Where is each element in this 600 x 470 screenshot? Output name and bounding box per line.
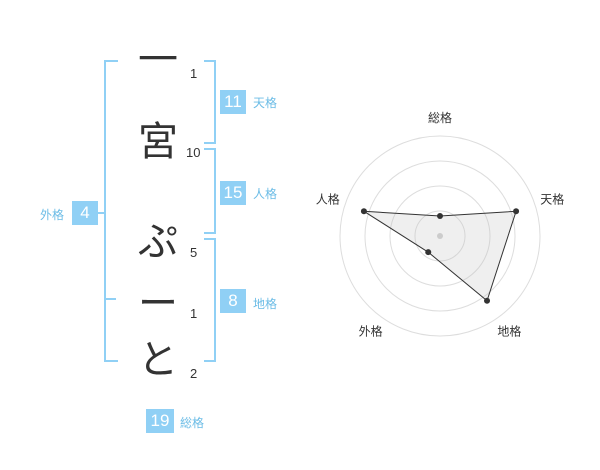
radar-point-4 [360,208,367,215]
stroke-count-2: 10 [186,145,201,160]
tenkaku-label: 天格 [253,96,278,110]
radar-point-0 [437,213,443,219]
stroke-count-5: 2 [190,366,198,381]
radar-points [360,208,520,304]
gaikaku-label: 外格 [40,208,65,222]
jinkaku-bracket [204,148,216,234]
radar-ring-2 [389,185,491,287]
jinkaku-value-badge: 15 [220,181,246,205]
stroke-count-1: 1 [190,66,198,81]
name-char-2: 宮 [138,119,178,165]
jinkaku-label: 人格 [253,187,278,201]
radar-point-3 [425,249,432,256]
radar-ring-3 [364,160,516,312]
radar-axis-label-4: 人格 [316,192,340,207]
gaikaku-value-badge: 4 [72,201,98,225]
name-char-5: と [138,337,178,383]
name-char-4: ー [138,281,178,327]
tenkaku-value-badge: 11 [220,90,246,114]
stroke-count-3: 5 [190,245,198,260]
radar-point-1 [513,208,520,215]
soukaku-value-badge: 19 [146,409,174,433]
radar-axis-label-3: 外格 [359,323,383,338]
chikaku-label: 地格 [253,297,278,311]
name-char-3: ぷ [138,219,178,265]
radar-ring-4 [339,135,541,337]
radar-center-dot [437,233,443,239]
radar-ring-1 [414,210,466,262]
radar-axis-label-0: 総格 [428,110,452,125]
radar-axis-label-1: 天格 [540,192,564,207]
name-char-1: 一 [138,37,178,83]
lower-split-tick [104,298,116,300]
radar-rings [339,135,541,337]
radar-point-2 [484,297,491,304]
soukaku-label: 総格 [180,416,205,430]
chikaku-bracket [204,238,216,362]
radar-data-polygon [363,210,517,302]
tenkaku-bracket [204,60,216,144]
radar-axis-label-2: 地格 [497,323,521,338]
gaikaku-bracket [104,60,118,362]
stroke-count-4: 1 [190,306,198,321]
chikaku-value-badge: 8 [220,289,246,313]
